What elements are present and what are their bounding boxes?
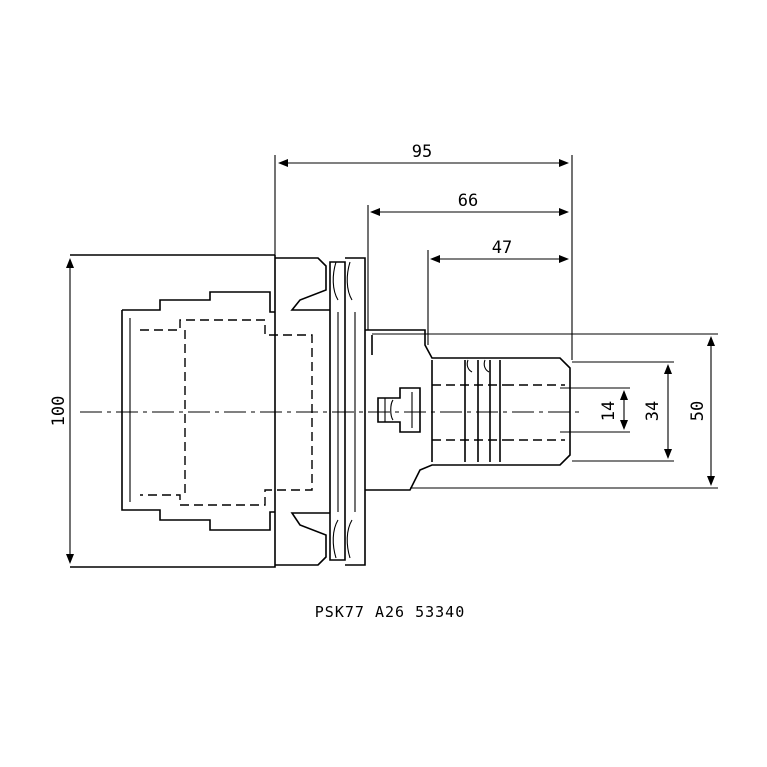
dim-diameter-34: 34 [572, 361, 674, 462]
dim-label-95: 95 [412, 142, 432, 162]
dim-label-66: 66 [458, 191, 478, 211]
dim-length-66: 66 [367, 191, 569, 330]
dim-label-34: 34 [643, 401, 663, 421]
dim-diameter-50: 50 [372, 333, 718, 489]
dim-label-50: 50 [688, 401, 708, 421]
dim-overall-diameter: 100 [49, 258, 74, 564]
dim-bore-14: 14 [560, 387, 630, 433]
part-number-caption: PSK77 A26 53340 [315, 603, 465, 621]
holder-body [70, 254, 580, 568]
dim-label-14: 14 [599, 401, 619, 421]
dim-overall-length: 95 [274, 142, 573, 360]
dim-label-100: 100 [49, 396, 69, 427]
dim-length-47: 47 [427, 238, 569, 345]
dim-label-47: 47 [492, 238, 512, 258]
